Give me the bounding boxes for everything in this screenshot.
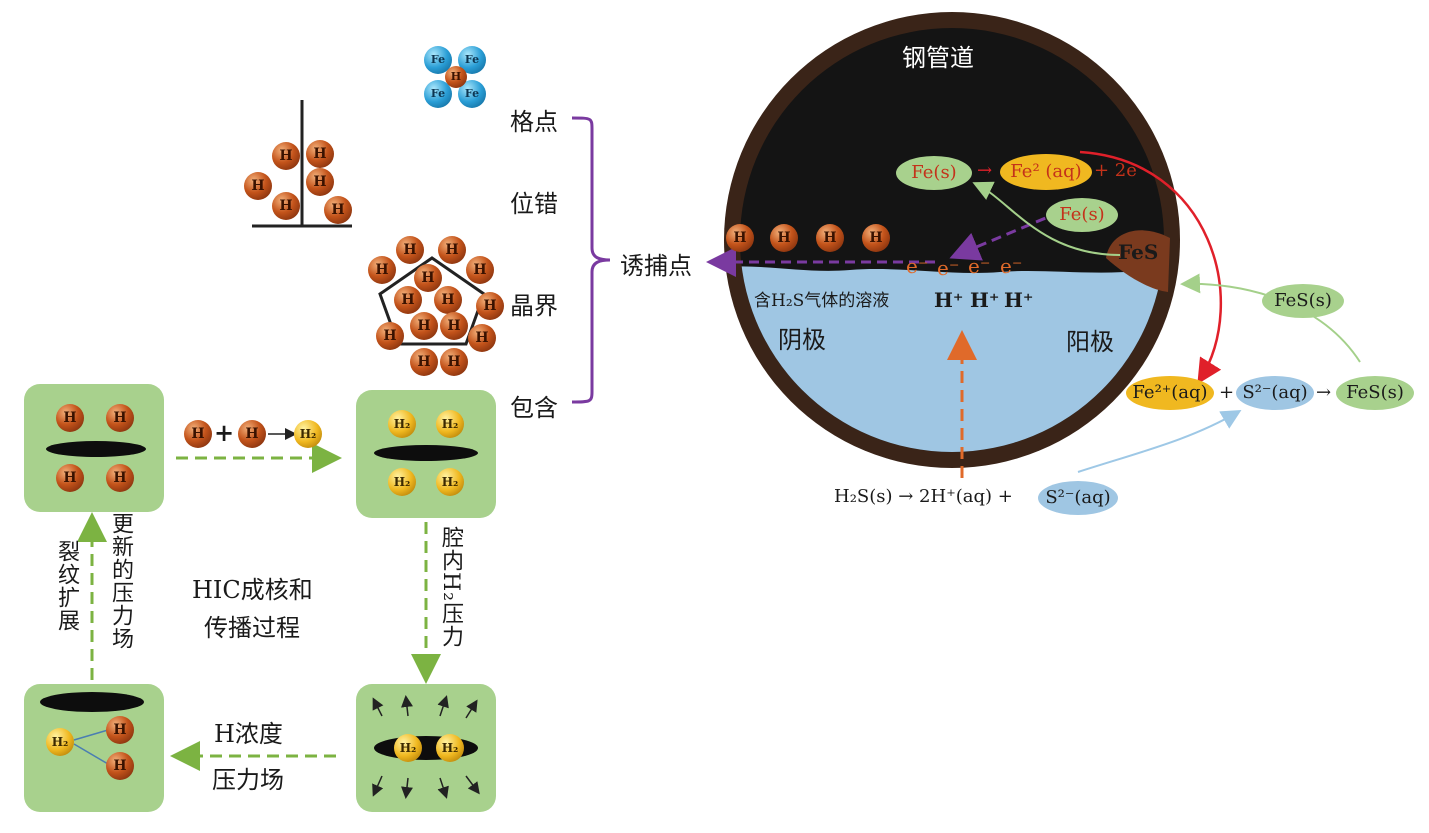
electron-4: e⁻ (1000, 254, 1023, 278)
h2-molecule: H₂ (436, 468, 464, 496)
h-atom: H (306, 168, 334, 196)
h-atom: H (414, 264, 442, 292)
cycle-center-title-2: 传播过程 (204, 614, 300, 642)
h2-molecule: H₂ (436, 410, 464, 438)
h-atom: H (770, 224, 798, 252)
bond-line-2 (73, 743, 109, 765)
electron-1: e⁻ (906, 254, 929, 278)
proton-1: H⁺ (934, 288, 964, 312)
h-atom: H (434, 286, 462, 314)
h-atom: H (468, 324, 496, 352)
plus-sign: + (1219, 382, 1235, 403)
trap-title: 诱捕点 (620, 252, 692, 280)
trap-lattice: 格点 (510, 108, 558, 136)
h-atom: H (244, 172, 272, 200)
proton-3: H⁺ (1004, 288, 1034, 312)
h-atom: H (56, 464, 84, 492)
h-atom: H (272, 192, 300, 220)
h2s-dissociation: H₂S(s) → 2H⁺(aq) + (834, 486, 1013, 507)
h-atom: H (106, 404, 134, 432)
h-atom: H (394, 286, 422, 314)
h-atom: H (106, 464, 134, 492)
h2-molecule: H₂ (388, 468, 416, 496)
h-atom: H (726, 224, 754, 252)
cycle-left-label-2: 更新的压力场 (108, 512, 133, 650)
h-atom: H (106, 716, 134, 744)
h-atom: H (376, 322, 404, 350)
grain-boundary-pentagon (378, 256, 486, 346)
proton-2: H⁺ (970, 288, 1000, 312)
reaction-plus: + (214, 418, 235, 447)
electron-release: + 2e (1094, 160, 1137, 181)
trap-grain-boundary: 晶界 (510, 292, 558, 320)
cycle-bottom-label-1: H浓度 (214, 720, 283, 748)
fes-deposit (1106, 230, 1170, 292)
pressure-arrows (372, 695, 480, 799)
fes-label: FeS (1118, 240, 1159, 264)
pill-fes-top: FeS(s) (1262, 284, 1344, 318)
pill-fes-s: FeS(s) (1336, 376, 1414, 410)
cycle-right-label: 腔内H₂压力 (438, 526, 463, 649)
crack-topleft (46, 441, 146, 457)
h-atom: H (368, 256, 396, 284)
fe-dissolve-arrow (972, 181, 1121, 256)
h-atom: H (238, 420, 266, 448)
h-atom: H (445, 66, 467, 88)
h-atom: H (438, 236, 466, 264)
cycle-box-bottomleft (24, 684, 164, 812)
solution-label: 含H₂S气体的溶液 (754, 291, 890, 311)
electron-2: e⁻ (937, 256, 960, 280)
fe2-transport-arrow (1079, 150, 1222, 385)
fe-to-electron-arrow (949, 210, 1061, 261)
h-atom: H (410, 348, 438, 376)
pill-s2-aq: S²⁻(aq) (1236, 376, 1314, 410)
h2-molecule: H₂ (294, 420, 322, 448)
bond-line-1 (73, 729, 109, 741)
pill-fe2-aq-top: Fe² (aq) (1000, 154, 1092, 190)
h-atom: H (184, 420, 212, 448)
trap-inclusion: 包含 (510, 394, 558, 422)
arrow-fe-reaction: → (977, 160, 993, 181)
cycle-bottom-label-2: 压力场 (212, 766, 284, 794)
trap-bracket (571, 116, 611, 404)
h-atom: H (440, 312, 468, 340)
h-atom: H (862, 224, 890, 252)
h-atom: H (306, 140, 334, 168)
pipe-title: 钢管道 (902, 44, 974, 72)
crack-topright (374, 445, 478, 461)
h-atom: H (396, 236, 424, 264)
arrow-fes: → (1316, 382, 1332, 403)
h2-molecule: H₂ (394, 734, 422, 762)
trap-dislocation: 位错 (510, 190, 558, 218)
h-atom: H (324, 196, 352, 224)
h2-molecule: H₂ (388, 410, 416, 438)
fe-atom: Fe (424, 80, 452, 108)
pill-fe2-aq: Fe²⁺(aq) (1126, 376, 1214, 410)
pill-s2-aq-bottom: S²⁻(aq) (1038, 481, 1118, 515)
anode-label: 阳极 (1066, 328, 1114, 356)
h-atom: H (816, 224, 844, 252)
h-atom: H (272, 142, 300, 170)
electron-3: e⁻ (968, 254, 991, 278)
h-atom: H (466, 256, 494, 284)
h-atom: H (440, 348, 468, 376)
h2-molecule: H₂ (46, 728, 74, 756)
h-atom: H (106, 752, 134, 780)
pill-fe-solid: Fe(s) (1046, 198, 1118, 232)
cycle-center-title-1: HIC成核和 (192, 576, 313, 604)
pill-fe-solid-top: Fe(s) (896, 156, 972, 190)
h-atom: H (476, 292, 504, 320)
cathode-label: 阴极 (778, 326, 826, 354)
h-atom: H (56, 404, 84, 432)
h2-molecule: H₂ (436, 734, 464, 762)
cycle-left-label-1: 裂纹扩展 (54, 540, 79, 632)
h-atom: H (410, 312, 438, 340)
crack-bottomleft (40, 692, 144, 712)
s2-transport-arrow (1077, 409, 1242, 473)
